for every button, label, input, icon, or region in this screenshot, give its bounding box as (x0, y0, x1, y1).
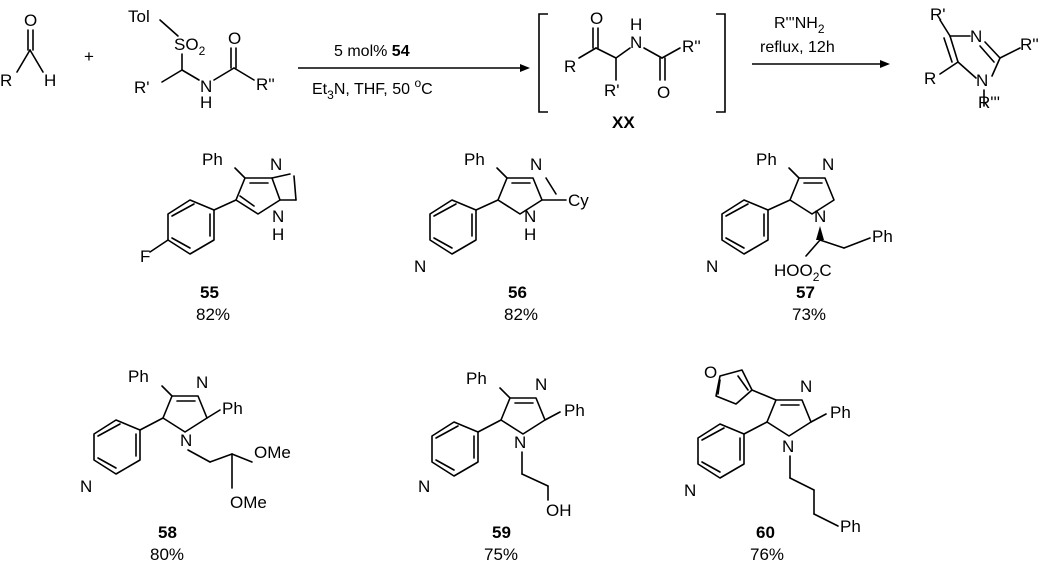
c58-ph-label: Ph (128, 367, 149, 386)
c56-cy-label: Cy (568, 191, 589, 210)
xx-nh-h-label: H (630, 15, 642, 34)
c59-n1-label: N (514, 433, 526, 452)
c58-n3-label: N (196, 373, 208, 392)
sulfonyl-amide-reagent: Tol SO2 R' N H O R'' (128, 7, 275, 112)
c60-furan-o-label: O (704, 363, 717, 382)
c57-pyridine-n-label: N (706, 257, 718, 276)
c56-ph-label: Ph (464, 150, 485, 169)
c57-ho2c-label: HOO2C (774, 261, 832, 284)
c60-n3-label: N (800, 377, 812, 396)
product-r-triple-prime-label: R''' (978, 93, 1000, 112)
r-double-prime-label: R'' (256, 75, 275, 94)
c57-number: 57 (796, 283, 815, 302)
c58-pyridine-n-label: N (80, 477, 92, 496)
product-n1-label: N (976, 71, 988, 90)
c60-pyridine-n-label: N (684, 481, 696, 500)
xx-nh-n-label: N (630, 33, 642, 52)
c59-oh-label: OH (546, 501, 572, 520)
c59-ph2-label: Ph (564, 401, 585, 420)
c58-ome1-label: OMe (254, 443, 291, 462)
c55-f-label: F (140, 247, 150, 266)
compound-60: O N Ph N Ph N 60 76% (684, 363, 861, 564)
xx-ketone-oxygen-label: O (590, 9, 603, 28)
c58-yield: 80% (150, 545, 184, 564)
c59-number: 59 (492, 523, 511, 542)
c57-ph2-label: Ph (872, 227, 893, 246)
product-imidazole: N R'' N R' R R''' (924, 5, 1039, 112)
c55-nh-n-label: N (272, 207, 284, 226)
c59-ph-label: Ph (466, 369, 487, 388)
c56-yield: 82% (504, 305, 538, 324)
c56-number: 56 (508, 283, 527, 302)
c58-ome2-label: OMe (230, 493, 267, 512)
step2-conditions-text: reflux, 12h (760, 39, 835, 56)
c58-n1-label: N (180, 431, 192, 450)
c55-n3-label: N (270, 155, 282, 174)
c58-ph2-label: Ph (222, 399, 243, 418)
aldehyde-h-label: H (44, 71, 56, 90)
product-r-label: R (924, 69, 936, 88)
c60-n1-label: N (782, 437, 794, 456)
c56-nh-n-label: N (524, 207, 536, 226)
c55-nh-h-label: H (272, 225, 284, 244)
c57-n1-label: N (814, 207, 826, 226)
c56-pyridine-n-label: N (414, 257, 426, 276)
compound-55: Ph N N H F 55 82% (140, 150, 297, 324)
c57-yield: 73% (792, 305, 826, 324)
step2-amine-text: R'''NH2 (774, 15, 825, 36)
xx-r-double-prime-label: R'' (682, 37, 701, 56)
plus-sign: + (84, 47, 94, 66)
compound-59: Ph N Ph N OH N 59 75% (418, 369, 585, 564)
c59-n3-label: N (535, 375, 547, 394)
c56-nh-h-label: H (524, 225, 536, 244)
xx-amide-oxygen-label: O (657, 83, 670, 102)
reaction-arrow-1: 5 mol% 54 Et3N, THF, 50 oC (298, 43, 530, 102)
c56-n3-label: N (530, 155, 542, 174)
nh-h-label: H (200, 93, 212, 112)
xx-r-prime-label: R' (604, 81, 620, 100)
product-r-double-prime-label: R'' (1020, 35, 1039, 54)
step1-conditions-text: Et3N, THF, 50 oC (312, 76, 433, 102)
c59-pyridine-n-label: N (418, 477, 430, 496)
c57-ph-label: Ph (756, 150, 777, 169)
so2-label: SO2 (174, 35, 206, 58)
compound-57: Ph N N Ph HOO2C N 57 73% (706, 150, 893, 324)
c55-number: 55 (200, 283, 219, 302)
intermediate-label: XX (612, 113, 635, 132)
c60-ph3-label: Ph (840, 517, 861, 536)
tol-label: Tol (128, 7, 150, 26)
reaction-arrow-2: R'''NH2 reflux, 12h (752, 15, 890, 68)
c57-n3-label: N (822, 155, 834, 174)
c55-yield: 82% (196, 305, 230, 324)
c60-yield: 76% (750, 545, 784, 564)
r-prime-label: R' (134, 78, 150, 97)
c60-number: 60 (756, 523, 775, 542)
compound-56: Ph N Cy N H N 56 82% (414, 150, 589, 324)
product-n3-label: N (970, 27, 982, 46)
c60-ph2-label: Ph (830, 403, 851, 422)
compound-58: Ph N Ph N OMe OMe N 58 80% (80, 367, 291, 564)
aldehyde-reagent: O R H (0, 11, 56, 90)
c55-ph-label: Ph (202, 150, 223, 169)
aldehyde-r-label: R (0, 71, 12, 90)
aldehyde-oxygen-label: O (24, 11, 37, 30)
c58-number: 58 (158, 523, 177, 542)
c59-yield: 75% (484, 545, 518, 564)
product-r-prime-label: R' (930, 5, 946, 24)
nh-n-label: N (200, 77, 212, 96)
amide-oxygen-label: O (228, 29, 241, 48)
xx-r-label: R (564, 57, 576, 76)
intermediate-xx: R O R' H N O R'' XX (538, 9, 726, 132)
step1-catalyst-text: 5 mol% 54 (334, 43, 410, 60)
